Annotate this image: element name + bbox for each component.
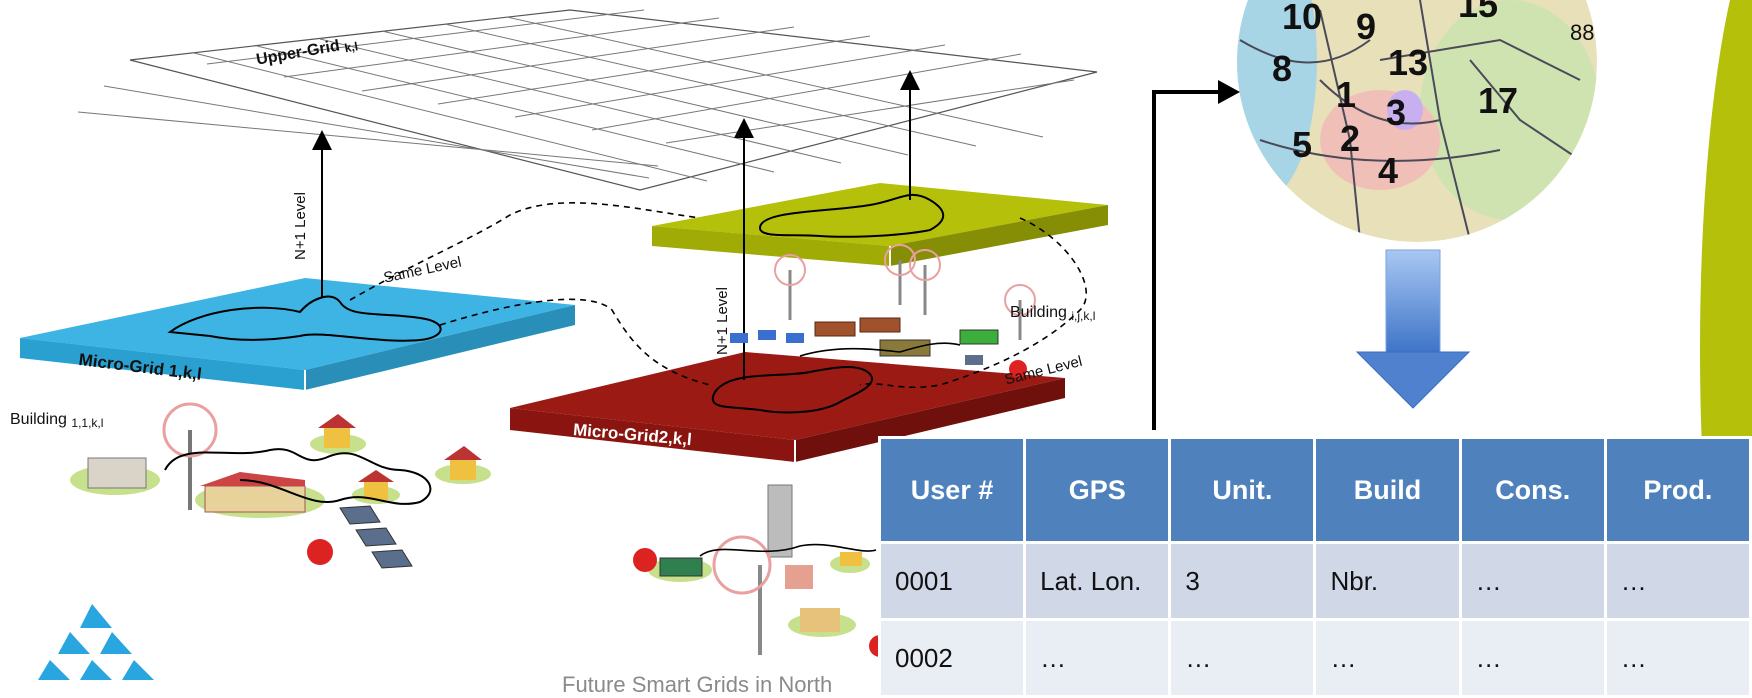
building-1-label: Building 1,1,k,l: [10, 411, 104, 430]
down-arrow: [1355, 249, 1471, 409]
building-ijkl-label: Building i,j,k,l: [1010, 304, 1096, 323]
table-cell: …: [1168, 618, 1317, 698]
building-1-cluster: [70, 402, 491, 569]
micro-grid-1-slab: [20, 278, 575, 390]
city-map: [1237, 0, 1597, 242]
table-cell: …: [1603, 541, 1752, 621]
table-cell: 0001: [877, 541, 1027, 621]
table-row: 0002 … … … … …: [877, 618, 1752, 698]
table-row: 0001 Lat. Lon. 3 Nbr. … …: [877, 541, 1752, 621]
building-ijkl-cluster: [730, 244, 1036, 378]
map-number: 17: [1478, 80, 1519, 121]
n1-level-left-label: N+1 Level: [292, 192, 309, 260]
table-cell: …: [1603, 618, 1752, 698]
column-header-cons: Cons.: [1458, 436, 1607, 544]
grid2-loop: [711, 366, 873, 414]
map-number: 3: [1386, 92, 1407, 133]
table-cell: 0002: [877, 618, 1027, 698]
map-number: 13: [1388, 42, 1429, 83]
table-header-row: User # GPS Unit. Build Cons. Prod.: [877, 436, 1752, 544]
bottom-building-cluster: [633, 484, 891, 657]
table-cell: 3: [1168, 541, 1317, 621]
upper-green-slab: [652, 183, 1108, 266]
column-header-user: User #: [877, 436, 1027, 544]
footer-caption: Future Smart Grids in North: [562, 672, 833, 697]
table-cell: …: [1458, 618, 1607, 698]
map-number: 88: [1570, 20, 1595, 45]
map-number: 15: [1458, 0, 1499, 25]
micro-grid-2-slab: [510, 352, 1065, 462]
table-cell: …: [1023, 618, 1172, 698]
column-header-unit: Unit.: [1168, 436, 1317, 544]
upper-grid: [77, 9, 1098, 191]
map-number: 2: [1340, 118, 1361, 159]
map-number: 9: [1356, 6, 1377, 47]
map-number: 10: [1282, 0, 1323, 37]
column-header-prod: Prod.: [1603, 436, 1752, 544]
logo: [38, 604, 154, 680]
user-data-table: User # GPS Unit. Build Cons. Prod. 0001 …: [877, 436, 1752, 698]
table-cell: Nbr.: [1313, 541, 1462, 621]
column-header-gps: GPS: [1023, 436, 1172, 544]
grid1-loop: [167, 295, 442, 342]
table-cell: Lat. Lon.: [1023, 541, 1172, 621]
map-number: 5: [1292, 124, 1313, 165]
same-level-connections: [349, 202, 1087, 389]
table-cell: …: [1313, 618, 1462, 698]
column-header-build: Build: [1313, 436, 1462, 544]
map-number: 1: [1336, 74, 1357, 115]
n1-level-mid-label: N+1 Level: [714, 287, 731, 355]
map-number: 4: [1378, 150, 1399, 191]
map-number: 8: [1272, 48, 1293, 89]
table-cell: …: [1458, 541, 1607, 621]
connector-arrow: [1152, 80, 1240, 430]
